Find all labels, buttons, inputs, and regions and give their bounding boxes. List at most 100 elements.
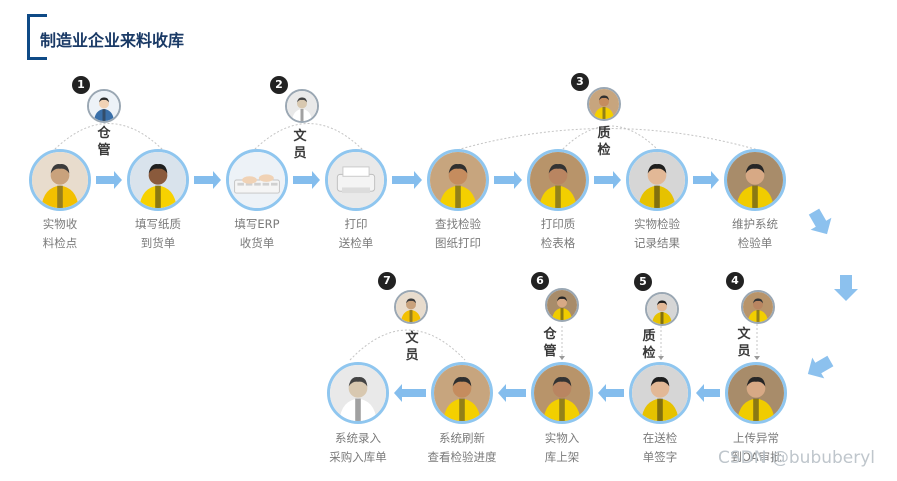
flow-arrow [808, 208, 832, 235]
step-label-line: 记录结果 [634, 236, 680, 250]
step-label-line: 系统录入 [335, 431, 381, 445]
step-label-line: 实物收 [42, 217, 78, 231]
step-label-line: 送检单 [338, 236, 374, 250]
role-label: 仓管 [96, 125, 112, 159]
inspectors-signing-form-photo-icon [629, 362, 691, 424]
step-label-line: 打印 [344, 217, 368, 231]
flow-arrow [598, 384, 624, 402]
role-label-char: 员 [405, 348, 419, 363]
diagram-title: 制造业企业来料收库 [40, 31, 185, 50]
inspector-in-warehouse-photo-icon [527, 149, 589, 211]
group-connector [251, 123, 366, 153]
step-label-line: 系统刷新 [439, 431, 485, 445]
step-label: 系统刷新查看检验进度 [407, 429, 517, 467]
step-number-badge: 6 [531, 272, 549, 290]
group-connector [51, 123, 166, 153]
flow-arrow [594, 171, 621, 189]
step-label: 填写纸质到货单 [103, 215, 213, 253]
role-label-char: 文 [737, 327, 751, 342]
step-label-line: 到OA审批 [730, 450, 782, 464]
forklift-in-warehouse-photo-icon [531, 362, 593, 424]
role-label: 文员 [292, 128, 308, 162]
worker-at-laptop-photo-icon [724, 149, 786, 211]
flow-arrow [293, 171, 320, 189]
group-connector [559, 125, 661, 153]
step-label-line: 库上架 [544, 450, 580, 464]
worker-receiving-goods-photo-icon [29, 149, 91, 211]
typing-on-keyboard-photo-icon [226, 149, 288, 211]
step-number-badge: 7 [378, 272, 396, 290]
worker-filling-paper-form-photo-icon [127, 149, 189, 211]
group-connector [449, 128, 766, 153]
clerk-avatar-icon [285, 89, 319, 123]
step-label-line: 打印质 [540, 217, 576, 231]
step-label-line: 图纸打印 [435, 236, 481, 250]
step-label: 实物入库上架 [507, 429, 617, 467]
step-label: 系统录入采购入库单 [303, 429, 413, 467]
group-connector [349, 329, 466, 361]
quality-inspector-avatar-icon [587, 87, 621, 121]
warehouse-keeper-avatar-icon [87, 89, 121, 123]
flow-arrow [392, 171, 422, 189]
step-number-badge: 3 [571, 73, 589, 91]
clerk-male-avatar-icon [741, 290, 775, 324]
role-label-char: 仓 [543, 327, 557, 342]
role-label: 质检 [641, 328, 657, 362]
warehouse-worker-helmet-avatar-icon [545, 288, 579, 322]
man-at-computer-photo-icon [327, 362, 389, 424]
step-label: 打印送检单 [301, 215, 411, 253]
flow-arrow [498, 384, 526, 402]
role-label-char: 文 [293, 129, 307, 144]
role-label-char: 管 [543, 344, 557, 359]
step-label-line: 维护系统 [732, 217, 778, 231]
role-label: 质检 [596, 125, 612, 159]
inspectors-checking-goods-photo-icon [626, 149, 688, 211]
step-label: 填写ERP 收货单 [202, 215, 312, 253]
step-number-badge: 4 [726, 272, 744, 290]
flow-arrow [834, 275, 858, 301]
step-label: 上传异常到OA审批 [701, 429, 811, 467]
step-label-line: 上传异常 [733, 431, 779, 445]
role-label-char: 管 [97, 143, 111, 158]
step-label-line: 实物入 [544, 431, 580, 445]
clerk-male-avatar-icon [394, 290, 428, 324]
role-label-char: 检 [597, 143, 611, 158]
step-label: 维护系统检验单 [700, 215, 810, 253]
woman-with-tablet-photo-icon [725, 362, 787, 424]
step-label: 实物收料检点 [5, 215, 115, 253]
flow-arrow [696, 384, 720, 402]
step-number-badge: 1 [72, 76, 90, 94]
step-label-line: 填写ERP [234, 217, 280, 231]
step-number-badge: 2 [270, 76, 288, 94]
step-label: 打印质检表格 [503, 215, 613, 253]
step-label-line: 检验单 [737, 236, 773, 250]
step-label-line: 填写纸质 [135, 217, 181, 231]
role-label: 仓管 [542, 326, 558, 360]
flow-arrow [194, 171, 221, 189]
step-label-line: 采购入库单 [329, 450, 387, 464]
step-label: 在送检单签字 [605, 429, 715, 467]
step-label-line: 检表格 [540, 236, 576, 250]
step-label-line: 到货单 [140, 236, 176, 250]
step-number-badge: 5 [634, 273, 652, 291]
role-label-char: 仓 [97, 126, 111, 141]
role-label-char: 员 [737, 344, 751, 359]
step-label-line: 料检点 [42, 236, 78, 250]
flow-arrow [693, 171, 719, 189]
watermark: CSDN @bububeryl [718, 448, 876, 468]
quality-inspector-avatar-icon [645, 292, 679, 326]
role-label-char: 员 [293, 146, 307, 161]
step-label-line: 收货单 [239, 236, 275, 250]
flow-arrow [494, 171, 522, 189]
step-label-line: 在送检 [642, 431, 678, 445]
step-label-line: 实物检验 [634, 217, 680, 231]
role-label-char: 文 [405, 331, 419, 346]
men-reviewing-screen-photo-icon [431, 362, 493, 424]
role-label: 文员 [736, 326, 752, 360]
step-label-line: 查看检验进度 [427, 450, 497, 464]
role-label-char: 质 [642, 329, 656, 344]
flow-arrow [807, 355, 834, 379]
step-label-line: 查找检验 [435, 217, 481, 231]
